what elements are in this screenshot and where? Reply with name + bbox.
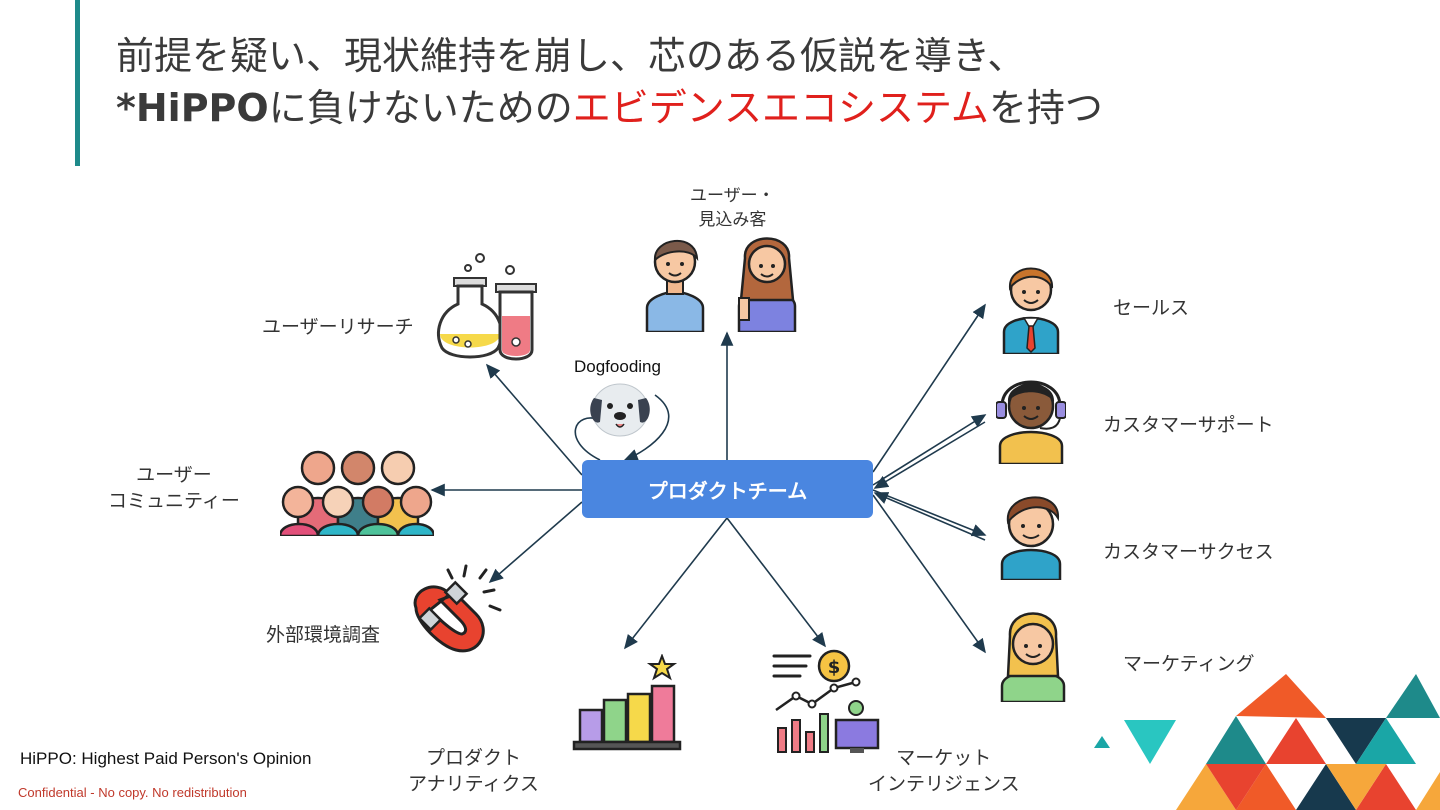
title-hippo: *HiPPO <box>116 86 269 130</box>
magnet-icon <box>413 564 502 653</box>
arrow-from-support <box>873 421 986 489</box>
accent-bar <box>75 0 80 166</box>
arrow-to-external <box>488 501 583 584</box>
label-external-research: 外部環境調査 <box>266 624 381 646</box>
arrow-to-marketing <box>872 494 986 654</box>
market-intel-icon: $ <box>772 649 880 753</box>
arrow-to-support <box>872 414 987 486</box>
arrow-to-sales <box>872 303 986 473</box>
product-team-hub: プロダクトチーム <box>582 460 873 518</box>
sales-person-icon <box>1002 267 1060 354</box>
arrow-from-success <box>873 492 986 541</box>
svg-text:$: $ <box>828 657 841 678</box>
hippo-footnote: HiPPO: Highest Paid Person's Opinion <box>20 749 312 768</box>
bar-chart-icon <box>572 654 682 751</box>
label-user-community: ユーザー コミュニティー <box>108 464 240 512</box>
title-line-1: 前提を疑い、現状維持を崩し、芯のある仮説を導き、 <box>116 34 1026 78</box>
arrow-to-research <box>485 363 583 476</box>
arrow-to-analytics <box>624 517 728 650</box>
support-agent-icon <box>996 380 1066 464</box>
dog-icon <box>590 383 650 437</box>
title-suffix: を持つ <box>988 86 1103 130</box>
title-highlight: エビデンスエコシステム <box>572 86 989 130</box>
label-product-analytics: プロダクト アナリティクス <box>408 747 539 795</box>
marketing-person-icon <box>1000 612 1066 702</box>
label-dogfooding: Dogfooding <box>574 357 661 376</box>
label-sales: セールス <box>1113 297 1190 319</box>
lab-flask-icon <box>437 253 537 361</box>
users-prospects-icon <box>645 237 797 332</box>
success-person-icon <box>1000 496 1062 580</box>
title-line-2: *HiPPOに負けないためのエビデンスエコシステムを持つ <box>116 82 1103 134</box>
geometric-decoration <box>1094 674 1440 810</box>
user-community-icon <box>280 450 434 536</box>
slide-title: 前提を疑い、現状維持を崩し、芯のある仮説を導き、 *HiPPOに負けないためのエ… <box>116 30 1103 134</box>
label-market-intelligence: マーケット インテリジェンス <box>868 747 1020 795</box>
label-customer-support: カスタマーサポート <box>1103 414 1274 436</box>
label-user-research: ユーザーリサーチ <box>262 316 414 338</box>
label-users-prospects: ユーザー・ 見込み客 <box>690 186 775 230</box>
label-marketing: マーケティング <box>1123 653 1255 675</box>
title-mid: に負けないための <box>268 86 573 130</box>
arrow-to-market <box>726 517 826 648</box>
arrow-to-success <box>872 489 987 537</box>
confidential-notice: Confidential - No copy. No redistributio… <box>18 785 247 800</box>
label-customer-success: カスタマーサクセス <box>1103 541 1274 563</box>
